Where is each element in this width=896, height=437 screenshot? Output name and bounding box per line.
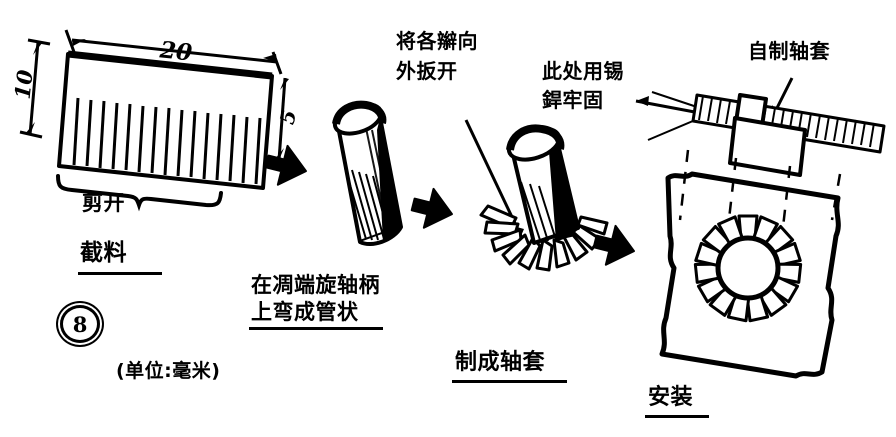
step3-annotation-line1: 将各辮向 <box>396 29 478 53</box>
step1-strip-drawing <box>19 29 289 212</box>
step4-installation-drawing <box>635 77 886 379</box>
step3-caption: 制成轴套 <box>455 350 546 375</box>
units-note: (单位:毫米) <box>116 360 221 382</box>
step1-part-caption: 剪开 <box>82 191 125 215</box>
installed-bushing-ring <box>693 214 803 323</box>
step4-solder-annotation-line1: 此处用锡 <box>542 59 624 83</box>
step1-caption: 截料 <box>80 240 127 266</box>
step3-caption-underline <box>452 380 567 383</box>
step2-caption-underline <box>249 327 383 330</box>
step4-solder-annotation-line2: 銲牢固 <box>542 88 604 112</box>
step4-caption: 安装 <box>648 385 694 410</box>
step1-caption-underline <box>78 272 162 275</box>
figure-number-badge: 8 <box>60 305 100 343</box>
step2-caption-line2: 上弯成管状 <box>251 300 359 324</box>
step4-caption-underline <box>645 415 709 418</box>
step2-rolled-tube-drawing <box>332 100 403 247</box>
step4-bushing-annotation: 自制轴套 <box>748 39 830 63</box>
step3-flared-tube-drawing <box>464 119 609 272</box>
step2-caption-line1: 在凋端旋轴柄 <box>251 273 380 297</box>
step3-annotation-line2: 外扳开 <box>396 59 458 83</box>
strip-cut-slots <box>72 97 262 185</box>
dimension-width-20: 20 <box>158 36 194 67</box>
process-arrow-2 <box>407 184 458 235</box>
flared-tabs <box>479 204 609 272</box>
dimension-height-10: 10 <box>9 68 38 101</box>
process-arrow-1 <box>261 141 312 192</box>
